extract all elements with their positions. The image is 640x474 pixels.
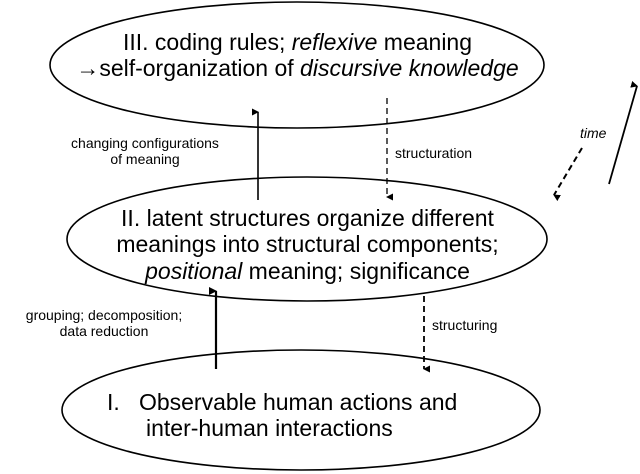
time-solid-up-arrow: [608, 80, 638, 185]
grouping-decomposition-label: grouping; decomposition; data reduction: [25, 307, 183, 340]
level-2-line-2: meanings into structural components;: [116, 231, 499, 258]
level-3-text: III. coding rules; reflexive meaning →se…: [60, 29, 535, 82]
level-1-ellipse: [61, 349, 541, 471]
level-3-line-1: III. coding rules; reflexive meaning: [122, 29, 473, 55]
level-2-text: II. latent structures organize different…: [70, 205, 545, 284]
level-1-line-1: I. Observable human actions and: [107, 389, 458, 415]
level-1-line-2: inter-human interactions: [146, 415, 393, 442]
level-1-text: I. Observable human actions and inter-hu…: [107, 389, 457, 442]
level-3-line-2: →self-organization of discursive knowled…: [76, 55, 519, 82]
level-3-ellipse: [49, 1, 545, 129]
level-2-ellipse: [66, 176, 548, 302]
time-label: time: [580, 125, 607, 141]
level-2-line-1: II. latent structures organize different: [121, 205, 494, 231]
structuring-label: structuring: [432, 317, 498, 333]
level-2-line-3: positional meaning; significance: [145, 257, 470, 284]
structuration-label: structuration: [395, 145, 473, 161]
time-dashed-down-arrow: [553, 147, 583, 202]
changing-configurations-label: changing configurations of meaning: [71, 135, 219, 168]
